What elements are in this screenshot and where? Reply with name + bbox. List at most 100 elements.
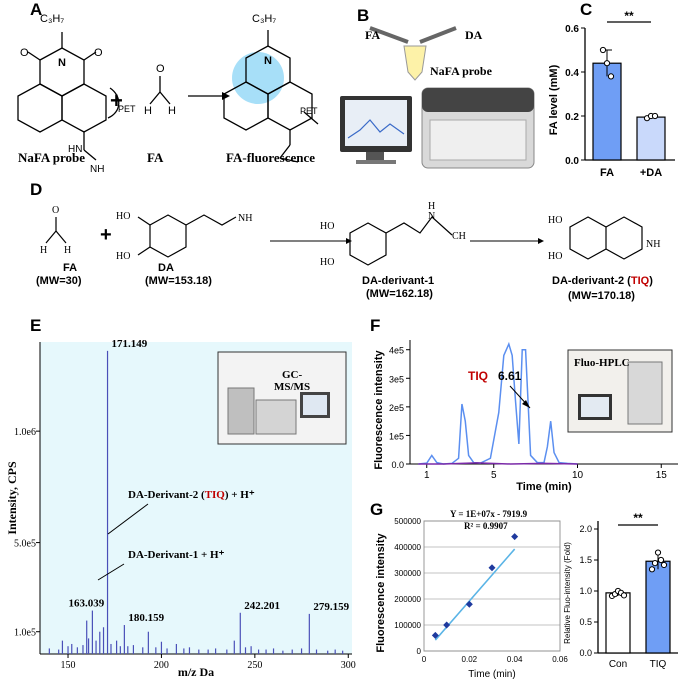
g-ytick-label: 400000 bbox=[394, 543, 421, 552]
e-peak-label: 171.149 bbox=[112, 338, 148, 350]
e-arrow2 bbox=[97, 563, 125, 581]
f-instrument-inset bbox=[567, 349, 673, 433]
f-xtick-label: 1 bbox=[424, 470, 430, 481]
e-ann1: DA-Derivant-2 (TIQ) + H⁺ bbox=[128, 489, 255, 501]
fluorescence-glow bbox=[232, 52, 284, 104]
g-xtick-label: 0.06 bbox=[552, 655, 568, 664]
probe-molecule bbox=[17, 32, 120, 161]
e-xtick-label: 250 bbox=[247, 660, 262, 671]
g-point bbox=[488, 564, 496, 572]
svg-text:H: H bbox=[428, 201, 435, 212]
g-ytick-label: 100000 bbox=[394, 621, 421, 630]
g-ytick-label: 300000 bbox=[394, 569, 421, 578]
svg-text:O: O bbox=[156, 63, 165, 75]
gb-ytick-label: 2.0 bbox=[579, 524, 592, 534]
gb-point bbox=[620, 592, 628, 599]
panel-b-illustration bbox=[340, 26, 535, 169]
d-d1-label: DA-derivant-1 bbox=[362, 275, 435, 287]
f-xtick-label: 10 bbox=[572, 470, 584, 481]
svg-text:NH: NH bbox=[646, 239, 660, 250]
panel-e-label: E bbox=[30, 316, 42, 335]
d-da-mw: (MW=153.18) bbox=[145, 275, 212, 287]
svg-text:HO: HO bbox=[320, 221, 334, 232]
c-point bbox=[599, 46, 607, 54]
c-xtick-label: +DA bbox=[640, 167, 662, 179]
svg-text:PET: PET bbox=[300, 106, 318, 116]
f-ytick-label: 1e5 bbox=[389, 431, 404, 441]
fa-caption: FA bbox=[147, 150, 164, 165]
gb-ytick-label: 1.5 bbox=[579, 555, 592, 565]
g-point bbox=[465, 600, 473, 608]
svg-text:HO: HO bbox=[116, 211, 130, 222]
g-ytick-label: 0 bbox=[417, 647, 422, 656]
e-ytick-label: 1.0e5 bbox=[14, 628, 36, 639]
e-peak-label: 279.159 bbox=[313, 601, 349, 613]
svg-text:NH: NH bbox=[238, 213, 252, 224]
gb-ytick-label: 0.5 bbox=[579, 617, 592, 627]
panel-g-scatter: Fluorescence intensity 01000002000003000… bbox=[375, 509, 568, 680]
b-probe-label: NaFA probe bbox=[430, 64, 492, 78]
e-xtick-label: 150 bbox=[61, 660, 76, 671]
f-xlabel: Time (min) bbox=[516, 481, 572, 493]
panel-a-label: A bbox=[30, 0, 43, 19]
c-point bbox=[603, 60, 611, 67]
gb-xtick-label: TIQ bbox=[650, 659, 667, 670]
plus-d: + bbox=[100, 224, 112, 246]
d-fa-mw: (MW=30) bbox=[36, 275, 82, 287]
f-ytick-label: 4e5 bbox=[389, 346, 404, 356]
d-d2-mw: (MW=170.18) bbox=[568, 290, 635, 302]
d-d1-mw: (MW=162.18) bbox=[366, 288, 433, 300]
gb-point bbox=[654, 549, 662, 556]
d-da-molecule bbox=[137, 214, 237, 258]
g-xlabel: Time (min) bbox=[468, 669, 515, 680]
svg-text:HO: HO bbox=[548, 215, 562, 226]
f-ytick-label: 2e5 bbox=[389, 403, 404, 413]
e-ann2: DA-Derivant-1 + H⁺ bbox=[128, 549, 225, 561]
e-xlabel: m/z Da bbox=[178, 665, 214, 679]
svg-text:O: O bbox=[20, 47, 29, 59]
probe-tube bbox=[403, 45, 427, 81]
gb-point bbox=[651, 560, 659, 567]
d-da-label: DA bbox=[158, 262, 174, 274]
panel-d-label: D bbox=[30, 180, 43, 199]
gb-bar bbox=[605, 592, 631, 654]
g-point bbox=[511, 533, 519, 541]
c-ytick-label: 0.4 bbox=[565, 68, 579, 79]
gb-xtick-label: Con bbox=[609, 659, 627, 670]
d-d2-label: DA-derivant-2 (TIQ) bbox=[552, 275, 653, 287]
svg-text:HO: HO bbox=[548, 251, 562, 262]
f-tiq-time: 6.61 bbox=[498, 369, 522, 383]
e-instrument-inset bbox=[217, 351, 347, 445]
g-point bbox=[443, 621, 451, 629]
d-derivant1-molecule bbox=[349, 216, 453, 266]
panel-d-scheme: O H H + HO HO NH HO HO H N CH HO HO NH bbox=[40, 201, 660, 268]
gb-ytick-label: 1.0 bbox=[579, 586, 592, 596]
panel-c-chart: FA level (mM) 0.00.20.40.6 FA+DA ** bbox=[548, 9, 675, 179]
svg-text:H: H bbox=[144, 105, 152, 117]
probe-pet: PET bbox=[118, 104, 136, 114]
g-xtick-label: 0.04 bbox=[507, 655, 523, 664]
b-da-label: DA bbox=[465, 28, 483, 42]
g-xtick-label: 0.02 bbox=[462, 655, 478, 664]
product-molecule bbox=[223, 30, 319, 163]
e-peak-label: 242.201 bbox=[244, 600, 280, 612]
g-xtick-label: 0 bbox=[422, 655, 427, 664]
e-ylabel: Intensity, CPS bbox=[5, 461, 19, 535]
g-equation: Y = 1E+07x - 7919.9 bbox=[450, 509, 528, 519]
svg-text:HO: HO bbox=[320, 257, 334, 268]
probe-caption: NaFA probe bbox=[18, 150, 86, 165]
panel-c-label: C bbox=[580, 0, 593, 19]
d-tiq-molecule bbox=[569, 216, 643, 260]
d-fa-label: FA bbox=[62, 262, 78, 274]
c-bar bbox=[592, 62, 622, 161]
gb-point bbox=[660, 561, 668, 569]
panel-g-label: G bbox=[370, 500, 384, 519]
f-series-line bbox=[418, 341, 578, 465]
g-ytick-label: 500000 bbox=[394, 517, 421, 526]
e-xtick-label: 200 bbox=[154, 660, 169, 671]
panel-b-label: B bbox=[357, 6, 370, 25]
svg-text:HO: HO bbox=[116, 251, 130, 262]
plus-a: + bbox=[110, 88, 123, 113]
